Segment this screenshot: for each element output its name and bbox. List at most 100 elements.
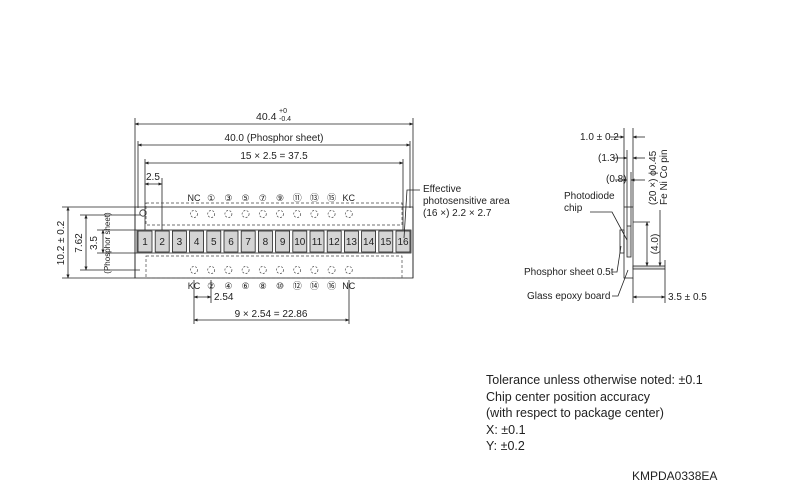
overall-width-label: 40.4 <box>256 111 277 123</box>
phosphor-sheet-label: Phosphor sheet 0.5t <box>524 267 614 278</box>
element-number: 13 <box>346 237 358 248</box>
phosphor-leader <box>612 245 622 273</box>
element-number: 3 <box>177 237 183 248</box>
bottom-pin-label: ⑯ <box>327 281 336 291</box>
top-pin-pad <box>207 210 216 218</box>
element-number: 11 <box>312 237 323 248</box>
element-array <box>137 230 411 253</box>
element-number: 12 <box>329 237 341 248</box>
top-pin-label: ⑮ <box>327 193 336 203</box>
top-pin-pad <box>224 210 233 218</box>
photodiode-element <box>171 230 187 253</box>
effective-area-label-1: Effective <box>423 184 462 195</box>
bottom-pin-pad <box>258 266 267 274</box>
dim-1-3-label: (1.3) <box>598 153 619 164</box>
top-pin-label: ① <box>207 193 215 203</box>
element-number: 14 <box>363 237 375 248</box>
bottom-pin-label: ⑩ <box>276 281 284 291</box>
pitch-total-label: 15 × 2.5 = 37.5 <box>240 151 308 162</box>
top-pin-pads <box>190 210 353 218</box>
note-line: Chip center position accuracy <box>486 389 650 404</box>
pin-total-label: 9 × 2.54 = 22.86 <box>235 309 308 320</box>
pin-material-label: Fe Ni Co pin <box>659 149 670 205</box>
photodiode-element <box>292 230 308 253</box>
side-chip <box>626 225 632 258</box>
note-line: (with respect to package center) <box>486 406 664 420</box>
phosphor-height-label: 3.5 <box>89 236 100 250</box>
top-pin-label: ③ <box>224 193 232 203</box>
effective-area-label-3: (16 ×) 2.2 × 2.7 <box>423 208 492 219</box>
bottom-pin-label: KC <box>188 281 201 291</box>
photodiode-element <box>309 230 325 253</box>
thickness-label: 1.0 ± 0.2 <box>580 132 619 143</box>
top-pin-pad <box>276 210 284 218</box>
glass-epoxy-label: Glass epoxy board <box>527 291 610 302</box>
photodiode-label-2: chip <box>564 203 583 214</box>
bottom-pin-label: ⑥ <box>242 281 250 291</box>
bottom-pin-label: ② <box>207 281 215 291</box>
element-number: 2 <box>159 237 165 248</box>
photodiode-element <box>154 230 170 253</box>
photodiode-element <box>137 230 153 253</box>
top-pin-pad <box>241 210 250 218</box>
drawing-code: KMPDA0338EA <box>632 469 718 483</box>
photodiode-element <box>275 230 291 253</box>
bottom-pin-pads <box>190 266 353 274</box>
tolerance-notes: Tolerance unless otherwise noted: ±0.1 C… <box>486 372 703 455</box>
phosphor-sheet-side-label: (Phosphor sheet) <box>103 212 112 274</box>
photodiode-element <box>257 230 273 253</box>
top-pin-pad <box>310 210 319 218</box>
bottom-pin-pad <box>310 266 319 274</box>
photodiode-element <box>361 230 377 253</box>
photodiode-element <box>223 230 239 253</box>
note-line: X: ±0.1 <box>486 422 526 437</box>
element-number: 4 <box>194 237 200 248</box>
pin-spec-label: (20 ×) ϕ0.45 <box>648 150 659 205</box>
height-pins-label: 7.62 <box>74 233 85 253</box>
bottom-pin-label: ④ <box>224 281 232 291</box>
dim-4-0-label: (4.0) <box>650 234 661 255</box>
top-pin-label: ⑬ <box>310 193 319 203</box>
top-pin-label: ⑦ <box>259 193 267 203</box>
top-pin-pad <box>293 210 302 218</box>
bottom-pin-pad <box>190 266 198 274</box>
side-view-labels: 1.0 ± 0.2 (1.3) (0.8) Photodiode chip (2… <box>524 132 707 303</box>
side-pin <box>632 265 666 270</box>
effective-area-leader <box>403 189 420 239</box>
photodiode-element <box>189 230 205 253</box>
overall-width-upper-tol: +0 <box>279 108 287 115</box>
pitch-label: 2.5 <box>146 172 160 183</box>
element-number: 8 <box>263 237 269 248</box>
board-leader <box>612 269 629 297</box>
element-number: 5 <box>211 237 217 248</box>
bottom-pin-label: ⑭ <box>310 281 319 291</box>
top-pin-pad <box>344 210 353 218</box>
photodiode-element <box>240 230 256 253</box>
photodiode-label-1: Photodiode <box>564 191 615 202</box>
element-number: 9 <box>280 237 286 248</box>
element-number: 6 <box>228 237 234 248</box>
top-pin-pad <box>258 210 267 218</box>
top-pin-pad <box>190 210 198 218</box>
note-line: Tolerance unless otherwise noted: ±0.1 <box>486 373 703 387</box>
photodiode-element <box>378 230 394 253</box>
bottom-pin-label: ⑧ <box>259 281 267 291</box>
front-view <box>62 118 420 324</box>
front-view-labels: 40.4 +0 -0.4 40.0 (Phosphor sheet) 15 × … <box>56 108 510 320</box>
top-pin-label: ⑨ <box>276 193 284 203</box>
overall-width-lower-tol: -0.4 <box>279 116 291 123</box>
bottom-pin-pad <box>276 266 284 274</box>
element-number: 1 <box>142 237 148 248</box>
element-number: 15 <box>380 237 392 248</box>
side-view <box>590 128 666 303</box>
dim-0-8-label: (0.8) <box>606 174 627 185</box>
bottom-pin-pad <box>224 266 233 274</box>
bottom-pin-pad <box>241 266 250 274</box>
element-number: 7 <box>245 237 251 248</box>
pin-pitch-label: 2.54 <box>214 292 234 303</box>
height-total-label: 10.2 ± 0.2 <box>56 220 67 265</box>
